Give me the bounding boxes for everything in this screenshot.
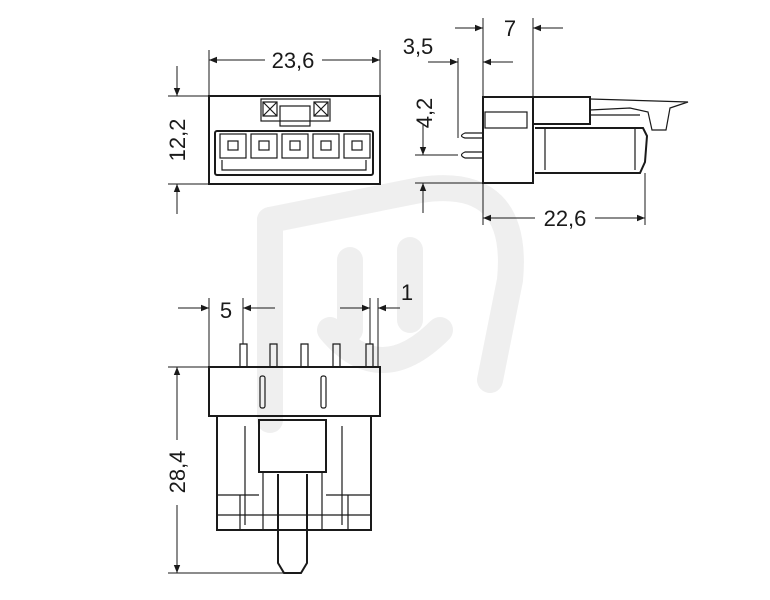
dim-height-label: 12,2 (165, 119, 190, 162)
dim-pin-width-label: 1 (401, 280, 413, 305)
dim-pin-label: 4,2 (412, 98, 437, 129)
watermark-logo (257, 175, 524, 433)
bottom-view: 5 1 28,4 (165, 280, 413, 574)
dim-pitch-label: 5 (220, 298, 232, 323)
dim-body-label: 7 (504, 16, 516, 41)
dim-width-label: 23,6 (272, 48, 315, 73)
front-view: 23,6 12,2 (165, 48, 381, 214)
dim-offset-label: 3,5 (403, 34, 434, 59)
dim-total-height-label: 28,4 (165, 451, 190, 494)
terminal-cells (219, 133, 371, 159)
side-view: 7 3,5 4,2 22,6 (403, 16, 689, 231)
dim-length-label: 22,6 (544, 206, 587, 231)
